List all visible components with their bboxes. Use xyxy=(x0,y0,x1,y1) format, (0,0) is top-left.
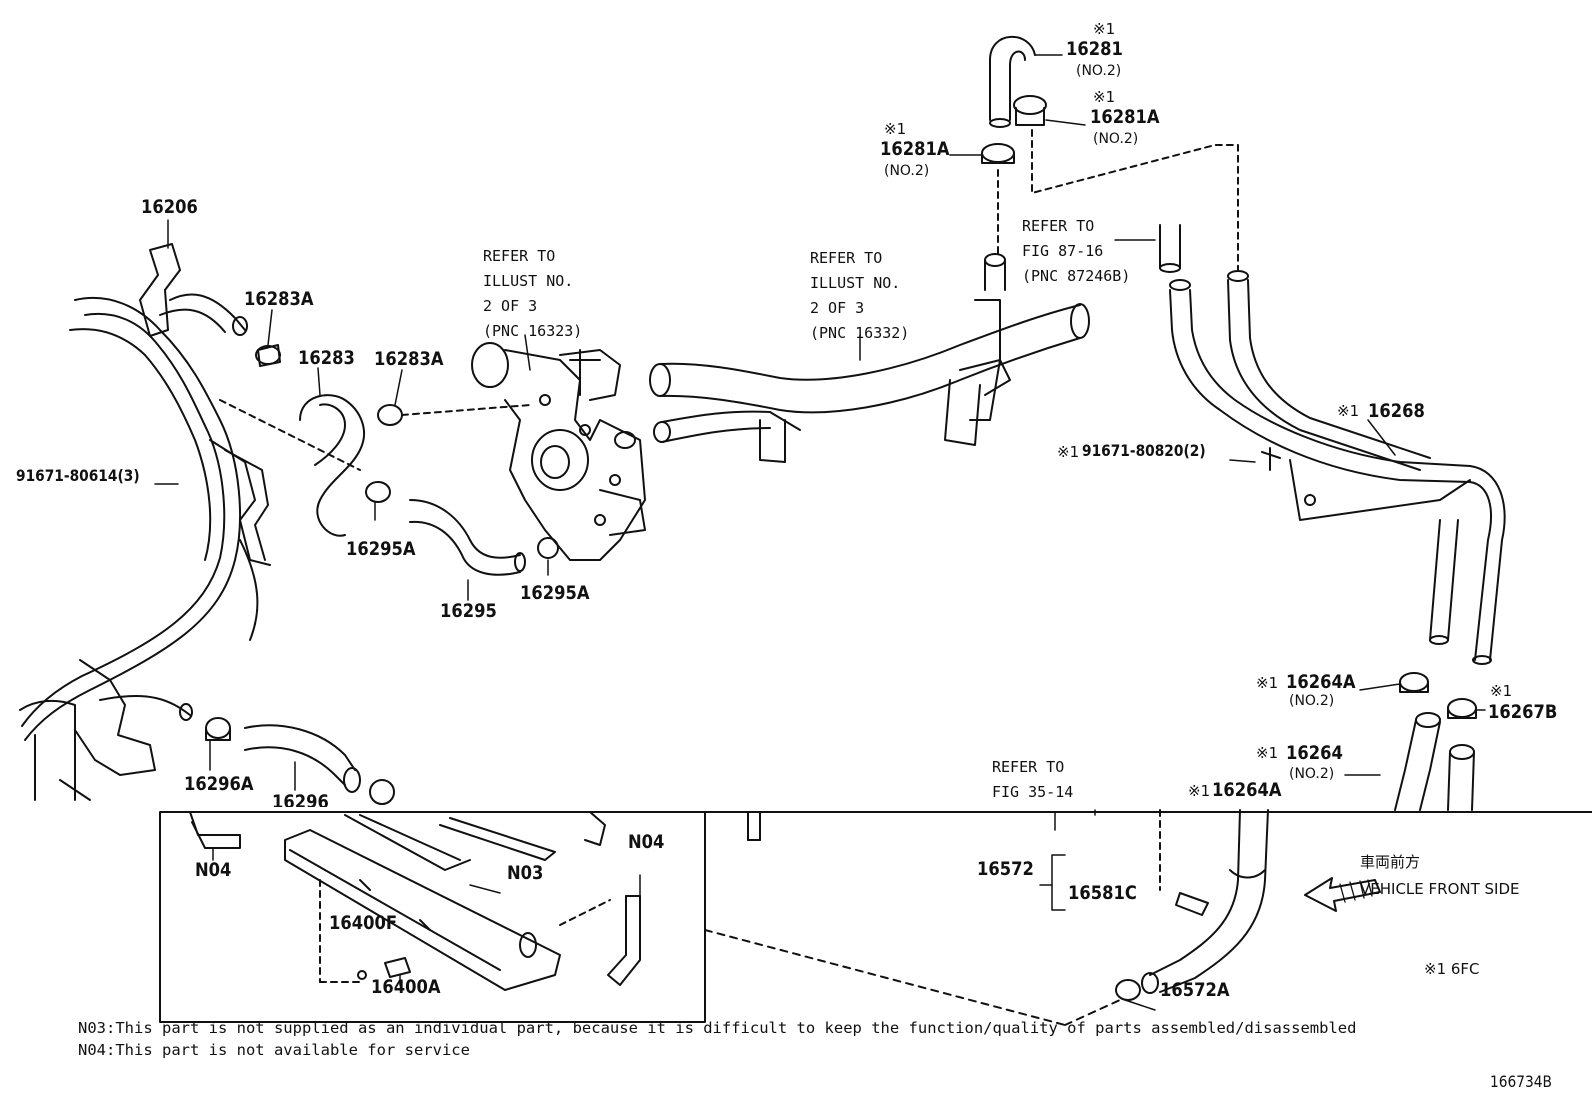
callout-16283[interactable]: 16283 xyxy=(298,347,355,369)
refer-to-pnc-16323[interactable]: REFER TO ILLUST NO. 2 OF 3 (PNC 16323) xyxy=(483,247,583,340)
note-n03: N03:This part is not supplied as an indi… xyxy=(78,1019,1357,1037)
star-marker-16281a-left: ※1 xyxy=(884,120,907,138)
hose-16283-group xyxy=(255,344,531,537)
callout-16296a[interactable]: 16296A xyxy=(184,773,254,795)
callout-16400a[interactable]: 16400A xyxy=(371,976,441,998)
refer-to-fig-35-14[interactable]: REFER TO FIG 35-14 xyxy=(992,758,1074,801)
pipe-assembly-16206 xyxy=(19,243,361,801)
callout-16295[interactable]: 16295 xyxy=(440,600,497,622)
star-marker-16264: ※1 xyxy=(1256,744,1279,762)
callout-16206[interactable]: 16206 xyxy=(141,196,198,218)
star-marker-16281: ※1 xyxy=(1093,20,1116,38)
throttle-body-water-bypass xyxy=(284,811,611,991)
qualifier-no2: (NO.2) xyxy=(1093,131,1139,147)
callout-n04-right[interactable]: N04 xyxy=(628,831,665,853)
legend-6fc: ※1 6FC xyxy=(1424,960,1480,978)
callout-16264a[interactable]: 16264A xyxy=(1286,671,1356,693)
callout-91671-80820[interactable]: 91671-80820(2) xyxy=(1082,441,1206,460)
callout-91671-80614[interactable]: 91671-80614(3) xyxy=(16,466,140,485)
callout-16400f[interactable]: 16400F xyxy=(329,912,398,934)
callout-16572[interactable]: 16572 xyxy=(977,858,1034,880)
qualifier-no2: (NO.2) xyxy=(1289,693,1335,709)
callout-16264[interactable]: 16264 xyxy=(1286,742,1343,764)
callout-16267b[interactable]: 16267B xyxy=(1488,701,1558,723)
qualifier-no2: (NO.2) xyxy=(884,163,930,179)
hose-16295 xyxy=(409,499,559,576)
star-marker-16281a: ※1 xyxy=(1093,88,1116,106)
water-bypass-pipe xyxy=(649,253,1090,463)
star-marker-16264a-2: ※1 xyxy=(1188,782,1211,800)
callout-n04-left[interactable]: N04 xyxy=(195,859,232,881)
star-marker-16264a: ※1 xyxy=(1256,674,1279,692)
hose-n04-left xyxy=(189,811,241,849)
hose-16281-no2 xyxy=(981,35,1239,271)
vehicle-front-en: VEHICLE FRONT SIDE xyxy=(1360,880,1520,898)
callout-16281a-top[interactable]: 16281A xyxy=(1090,106,1160,128)
vehicle-front-jp: 車両前方 xyxy=(1360,853,1421,871)
callout-16268[interactable]: 16268 xyxy=(1368,400,1425,422)
diagram-id: 166734B xyxy=(1490,1072,1552,1091)
refer-to-pnc-16332[interactable]: REFER TO ILLUST NO. 2 OF 3 (PNC 16332) xyxy=(810,249,910,342)
star-marker-16268: ※1 xyxy=(1337,402,1360,420)
hose-n04-right xyxy=(607,895,641,986)
refer-to-fig-87-16[interactable]: REFER TO FIG 87-16 (PNC 87246B) xyxy=(1022,217,1131,285)
callout-16295a[interactable]: 16295A xyxy=(346,538,416,560)
leader-lines xyxy=(154,54,1486,1011)
callout-16281a-left[interactable]: 16281A xyxy=(880,138,950,160)
qualifier-no2: (NO.2) xyxy=(1289,766,1335,782)
note-n04: N04:This part is not available for servi… xyxy=(78,1041,470,1059)
qualifier-no2: (NO.2) xyxy=(1076,63,1122,79)
vehicle-front-arrow xyxy=(1304,877,1381,912)
callout-n03[interactable]: N03 xyxy=(507,862,544,884)
callout-16264a-2[interactable]: 16264A xyxy=(1212,779,1282,801)
callout-16581c[interactable]: 16581C xyxy=(1068,882,1137,904)
star-marker-16267b: ※1 xyxy=(1490,682,1513,700)
callout-16283a-2[interactable]: 16283A xyxy=(374,348,444,370)
callout-16572a[interactable]: 16572A xyxy=(1160,979,1230,1001)
pipe-16268 xyxy=(1159,224,1506,665)
star-marker-91671: ※1 xyxy=(1057,443,1080,461)
hose-16296 xyxy=(205,717,395,805)
callout-16283a[interactable]: 16283A xyxy=(244,288,314,310)
callout-16295a-2[interactable]: 16295A xyxy=(520,582,590,604)
hose-16264 xyxy=(1115,672,1477,1001)
callout-16296[interactable]: 16296 xyxy=(272,793,329,807)
callout-16281[interactable]: 16281 xyxy=(1066,38,1123,60)
water-outlet-housing xyxy=(471,342,646,561)
